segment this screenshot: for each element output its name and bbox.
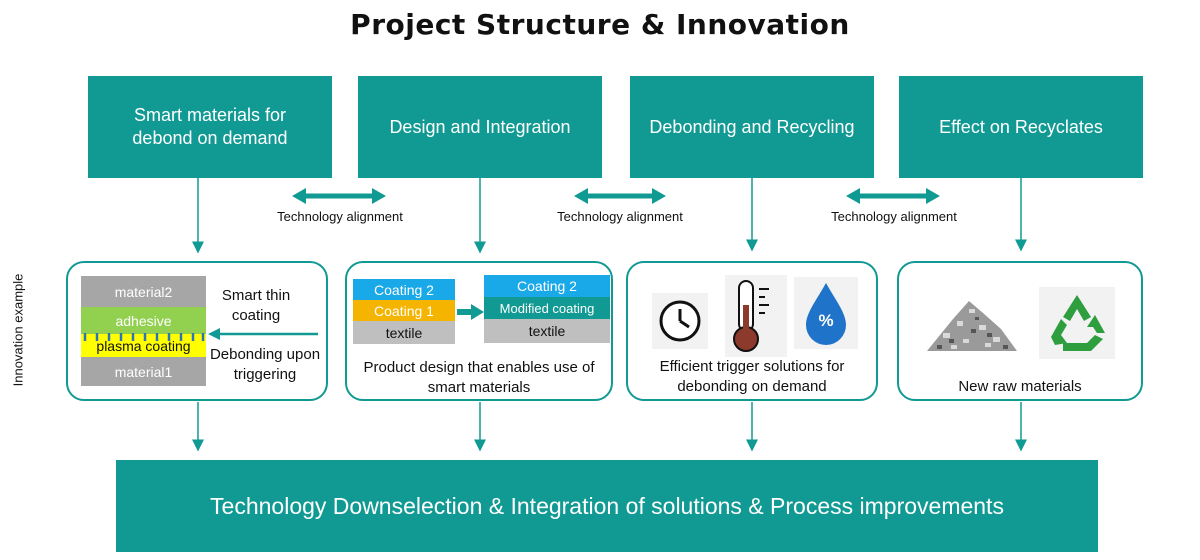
card-trigger-solutions: % Efficient trigger solutions for debond… (626, 261, 878, 401)
recycle-icon (1039, 287, 1115, 359)
card-product-design: Coating 2 Coating 1 textile Coating 2 Mo… (345, 261, 613, 401)
thermometer-icon (725, 275, 787, 357)
raw-materials-caption: New raw materials (958, 378, 1082, 395)
product-design-caption: Product design that enables use of smart… (363, 359, 595, 396)
clock-icon (652, 293, 708, 349)
smart-coating-label: Smart thin coating (221, 287, 291, 324)
right-modified-coating: Modified coating (484, 297, 610, 319)
plasma-spikes (83, 333, 205, 341)
workstream-label: Smart materials for debond on demand (132, 105, 288, 148)
bottom-bar-label: Technology Downselection & Integration o… (210, 492, 1004, 519)
workstream-label: Debonding and Recycling (649, 116, 855, 137)
page-title: Project Structure & Innovation (350, 8, 850, 41)
alignment-label: Technology alignment (557, 209, 683, 224)
trigger-caption: Efficient trigger solutions for debondin… (659, 358, 845, 395)
bottom-integration-bar: Technology Downselection & Integration o… (116, 460, 1098, 552)
left-arrow (208, 328, 318, 340)
left-textile: textile (353, 321, 455, 344)
layer-material1: material1 (81, 357, 206, 386)
right-textile: textile (484, 319, 610, 343)
workstream-design-integration: Design and Integration (358, 76, 602, 178)
workstream-label: Design and Integration (389, 116, 571, 137)
left-coating-1: Coating 1 (353, 300, 455, 321)
right-arrow (457, 304, 484, 320)
workstream-smart-materials: Smart materials for debond on demand (88, 76, 332, 178)
left-coating-2: Coating 2 (353, 279, 455, 300)
workstream-label: Effect on Recyclates (939, 116, 1103, 137)
layer-plasma-coating: plasma coating (81, 334, 206, 357)
drop-percent-symbol: % (818, 311, 834, 330)
moisture-drop-icon (794, 277, 858, 349)
workstream-debonding-recycling: Debonding and Recycling (630, 76, 874, 178)
alignment-label: Technology alignment (831, 209, 957, 224)
alignment-label: Technology alignment (277, 209, 403, 224)
layer-adhesive: adhesive (81, 307, 206, 334)
double-arrow (292, 188, 386, 204)
layer-material2: material2 (81, 276, 206, 307)
granulate-pile-icon (927, 301, 1017, 351)
debonding-label: Debonding upon triggering (209, 346, 321, 383)
double-arrow (846, 188, 940, 204)
innovation-example-label: Innovation example (10, 273, 26, 387)
card-smart-coating: material2 adhesive plasma coating materi… (66, 261, 328, 401)
right-coating-2: Coating 2 (484, 275, 610, 297)
card-new-raw-materials: New raw materials (897, 261, 1143, 401)
double-arrow (574, 188, 666, 204)
workstream-effect-recyclates: Effect on Recyclates (899, 76, 1143, 178)
